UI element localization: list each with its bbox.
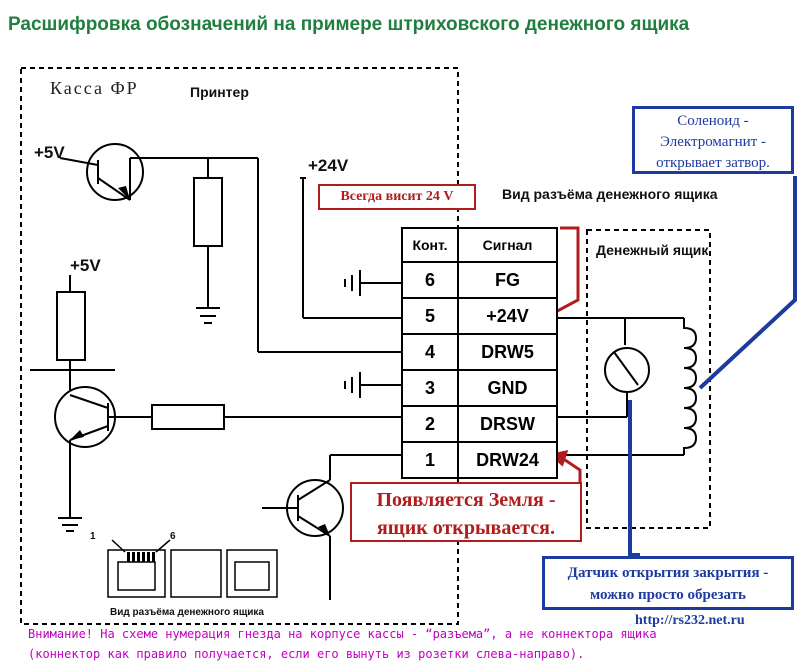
solenoid-coil (683, 318, 698, 455)
callout-ground-line2: ящик открывается. (376, 517, 556, 539)
pin-number: 3 (401, 369, 459, 407)
connector-pinout-table: Конт. Сигнал 6 FG 5 +24V 4 DRW5 3 GND 2 … (401, 227, 558, 479)
table-row: 6 FG (401, 261, 558, 299)
table-row: 2 DRSW (401, 405, 558, 443)
callout-ground-appears: Появляется Земля - ящик открывается. (350, 482, 582, 542)
callout-solenoid: Соленоид - Электромагнит - открывает зат… (632, 106, 794, 174)
callout-solenoid-line3: открывает затвор. (656, 155, 770, 171)
socket-pin-first: 1 (90, 531, 96, 542)
socket-pin-last: 6 (170, 531, 176, 542)
resistor-1 (193, 177, 223, 247)
warning-note-line2: (коннектор как правило получается, если … (28, 647, 585, 661)
transistor-top (86, 143, 144, 201)
callout-solenoid-line1: Соленоид - (677, 113, 749, 129)
signal-name: DRSW (457, 405, 558, 443)
signal-name: GND (457, 369, 558, 407)
signal-name: DRW24 (457, 441, 558, 479)
table-row: 5 +24V (401, 297, 558, 335)
resistor-3 (151, 404, 225, 430)
table-row: 3 GND (401, 369, 558, 407)
table-row: 4 DRW5 (401, 333, 558, 371)
connector-view-label: Вид разъёма денежного ящика (502, 186, 718, 202)
table-header-row: Конт. Сигнал (401, 227, 558, 263)
pin-number: 1 (401, 441, 459, 479)
pin-number: 5 (401, 297, 459, 335)
kassa-label: Касса ФР (50, 78, 139, 98)
signal-name: DRW5 (457, 333, 558, 371)
callout-sensor: Датчик открытия закрытия - можно просто … (542, 556, 794, 610)
warning-note-line1: Внимание! На схеме нумерация гнезда на к… (28, 627, 657, 641)
signal-name: +24V (457, 297, 558, 335)
pin-number: 2 (401, 405, 459, 443)
plus24v-label: +24V (308, 156, 349, 175)
site-url-link[interactable]: http://rs232.net.ru (635, 613, 745, 628)
printer-label: Принтер (190, 84, 249, 100)
column-header-pin: Конт. (401, 227, 459, 263)
callout-sensor-line2: можно просто обрезать (590, 587, 746, 603)
callout-always-24v: Всегда висит 24 V (318, 184, 476, 210)
socket-caption: Вид разъёма денежного ящика (110, 607, 264, 618)
resistor-2 (56, 291, 86, 361)
socket-1 (107, 549, 166, 598)
cash-drawer-label: Денежный ящик (596, 242, 709, 258)
socket-2 (170, 549, 222, 598)
pin-number: 6 (401, 261, 459, 299)
callout-solenoid-line2: Электромагнит - (660, 134, 766, 150)
callout-ground-line1: Появляется Земля - (376, 489, 556, 511)
table-row: 1 DRW24 (401, 441, 558, 479)
socket-3 (226, 549, 278, 598)
socket-panel (107, 539, 278, 598)
page-title: Расшифровка обозначений на примере штрих… (8, 14, 690, 35)
column-header-signal: Сигнал (457, 227, 558, 263)
cash-drawer-dashed-border (586, 229, 711, 529)
signal-name: FG (457, 261, 558, 299)
plus5v-top-label: +5V (34, 143, 65, 162)
plus5v-mid-label: +5V (70, 256, 101, 275)
callout-sensor-line1: Датчик открытия закрытия - (567, 565, 769, 581)
transistor-mid (54, 386, 116, 448)
pin-number: 4 (401, 333, 459, 371)
